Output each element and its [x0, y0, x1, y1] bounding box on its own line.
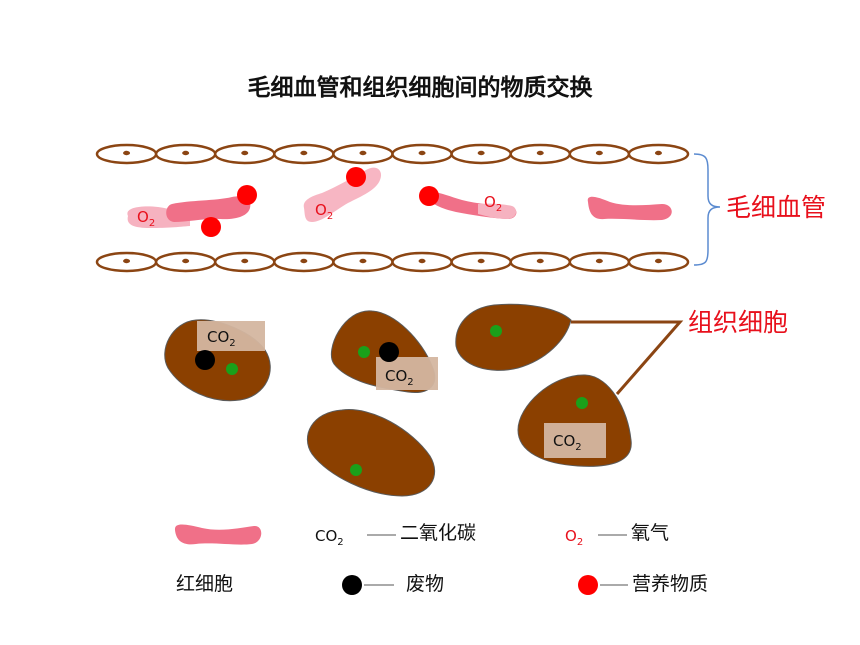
legend-co2-formula: CO2 [315, 527, 344, 548]
endothelial-nucleus [123, 258, 131, 264]
capillary-wall-top [95, 143, 690, 165]
tissue-cell-label: 组织细胞 [688, 308, 788, 337]
tissue-cells [164, 303, 632, 497]
endothelial-nucleus [241, 150, 249, 156]
nucleus-dot [350, 464, 362, 476]
rbc-4 [587, 196, 672, 221]
rbc-3-light [478, 203, 517, 219]
co2-label: CO2 [553, 432, 582, 453]
legend: CO2 二氧化碳 O2 氧气 红细胞 废物 营养物质 [174, 522, 708, 595]
co2-label: CO2 [385, 367, 414, 388]
endothelial-nucleus [300, 258, 308, 264]
legend-nutrient-swatch [578, 575, 598, 595]
tissue-cell-pointer [571, 320, 684, 395]
legend-nutrient-text: 营养物质 [632, 573, 708, 595]
legend-o2-formula: O2 [565, 527, 583, 548]
endothelial-nucleus [241, 258, 249, 264]
legend-co2-text: 二氧化碳 [400, 522, 476, 544]
capillary-nutrients [201, 167, 439, 237]
endothelial-nucleus [477, 258, 485, 264]
rbc-1 [166, 196, 251, 222]
endothelial-nucleus [359, 150, 367, 156]
diagram-title: 毛细血管和组织细胞间的物质交换 [248, 74, 594, 101]
nucleus-dot [490, 325, 502, 337]
tissue-cell [455, 303, 572, 371]
tissue-cell [306, 409, 436, 497]
endothelial-nucleus [654, 150, 662, 156]
capillary-label: 毛细血管 [726, 193, 826, 222]
endothelial-nucleus [359, 258, 367, 264]
nucleus-dot [226, 363, 238, 375]
capillary-wall-bottom [95, 251, 690, 273]
endothelial-nucleus [654, 258, 662, 264]
co2-box [376, 357, 438, 390]
nutrient-dot [237, 185, 257, 205]
legend-rbc-text: 红细胞 [176, 573, 233, 595]
legend-rbc-swatch [174, 524, 262, 545]
endothelial-nucleus [123, 150, 131, 156]
waste-dot [195, 350, 215, 370]
endothelial-nucleus [182, 258, 190, 264]
endothelial-nucleus [477, 150, 485, 156]
o2-label: O2 [315, 201, 333, 222]
endothelial-nucleus [182, 150, 190, 156]
endothelial-nucleus [595, 150, 603, 156]
waste-dot [379, 342, 399, 362]
nutrient-dot [346, 167, 366, 187]
o2-label: O2 [137, 208, 155, 229]
legend-waste-text: 废物 [406, 573, 444, 595]
legend-o2-text: 氧气 [631, 522, 669, 544]
co2-label: CO2 [207, 328, 236, 349]
endothelial-nucleus [300, 150, 308, 156]
nutrient-dot [419, 186, 439, 206]
endothelial-nucleus [595, 258, 603, 264]
endothelial-nucleus [418, 150, 426, 156]
nucleus-dot [576, 397, 588, 409]
co2-box [544, 423, 606, 458]
nucleus-dot [358, 346, 370, 358]
co2-box [197, 321, 265, 351]
o2-label: O2 [484, 193, 502, 214]
nutrient-dot [201, 217, 221, 237]
endothelial-nucleus [418, 258, 426, 264]
endothelial-nucleus [536, 150, 544, 156]
legend-waste-swatch [342, 575, 362, 595]
endothelial-nucleus [536, 258, 544, 264]
capillary-bracket [693, 153, 721, 266]
